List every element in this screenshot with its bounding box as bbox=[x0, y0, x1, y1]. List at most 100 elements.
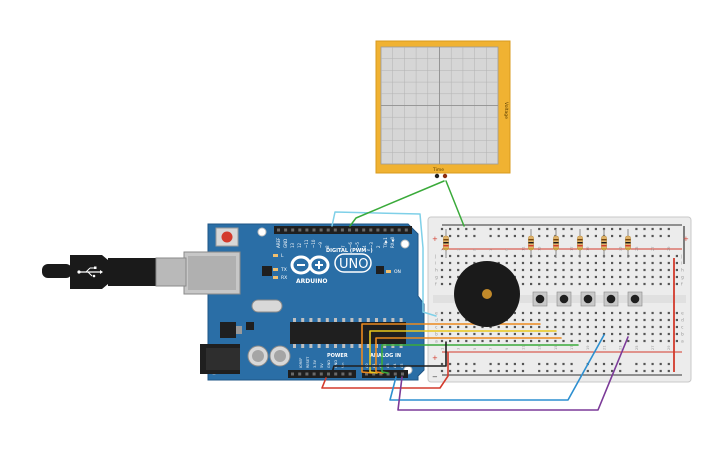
header-pin[interactable] bbox=[333, 228, 337, 232]
breadboard-hole[interactable] bbox=[619, 325, 622, 329]
header-pin[interactable] bbox=[291, 372, 294, 376]
breadboard-hole[interactable] bbox=[562, 268, 565, 272]
breadboard-hole[interactable] bbox=[627, 311, 630, 315]
breadboard-hole[interactable] bbox=[619, 339, 622, 343]
breadboard-hole[interactable] bbox=[619, 275, 622, 279]
breadboard-hole[interactable] bbox=[635, 268, 638, 272]
breadboard-hole[interactable] bbox=[619, 369, 622, 373]
breadboard-hole[interactable] bbox=[465, 234, 468, 238]
breadboard-hole[interactable] bbox=[546, 261, 549, 265]
wire-a2-orange[interactable] bbox=[375, 337, 562, 374]
breadboard-hole[interactable] bbox=[611, 332, 614, 336]
breadboard-hole[interactable] bbox=[594, 332, 597, 336]
breadboard-hole[interactable] bbox=[570, 275, 573, 279]
breadboard-hole[interactable] bbox=[635, 234, 638, 238]
header-pin[interactable] bbox=[312, 228, 316, 232]
breadboard-hole[interactable] bbox=[627, 318, 630, 322]
breadboard-hole[interactable] bbox=[457, 325, 460, 329]
breadboard-hole[interactable] bbox=[602, 369, 606, 373]
breadboard-hole[interactable] bbox=[675, 311, 678, 315]
breadboard-hole[interactable] bbox=[465, 339, 468, 343]
breadboard-hole[interactable] bbox=[651, 332, 654, 336]
breadboard-hole[interactable] bbox=[465, 318, 468, 322]
breadboard-hole[interactable] bbox=[562, 339, 565, 343]
breadboard-hole[interactable] bbox=[465, 254, 468, 258]
breadboard-hole[interactable] bbox=[554, 339, 557, 343]
breadboard-hole[interactable] bbox=[538, 275, 541, 279]
breadboard-hole[interactable] bbox=[594, 227, 597, 231]
breadboard-hole[interactable] bbox=[473, 254, 476, 258]
breadboard-hole[interactable] bbox=[635, 362, 638, 366]
breadboard-hole[interactable] bbox=[643, 332, 646, 336]
header-pin[interactable] bbox=[365, 372, 368, 376]
push-button[interactable] bbox=[532, 291, 548, 307]
breadboard-hole[interactable] bbox=[538, 339, 541, 343]
breadboard-hole[interactable] bbox=[602, 332, 606, 336]
breadboard-hole[interactable] bbox=[619, 227, 622, 231]
breadboard-hole[interactable] bbox=[578, 332, 581, 336]
breadboard-hole[interactable] bbox=[627, 275, 630, 279]
breadboard-hole[interactable] bbox=[586, 339, 589, 343]
breadboard-hole[interactable] bbox=[586, 227, 589, 231]
breadboard-hole[interactable] bbox=[675, 268, 678, 272]
breadboard-hole[interactable] bbox=[651, 275, 654, 279]
breadboard-hole[interactable] bbox=[619, 362, 622, 366]
breadboard-hole[interactable] bbox=[578, 311, 581, 315]
breadboard-hole[interactable] bbox=[562, 234, 565, 238]
breadboard-hole[interactable] bbox=[497, 227, 500, 231]
breadboard-hole[interactable] bbox=[602, 275, 606, 279]
breadboard-hole[interactable] bbox=[530, 275, 533, 279]
breadboard-hole[interactable] bbox=[562, 227, 565, 231]
breadboard-hole[interactable] bbox=[594, 261, 597, 265]
breadboard-hole[interactable] bbox=[611, 234, 614, 238]
breadboard-hole[interactable] bbox=[586, 254, 589, 258]
push-button-cap[interactable] bbox=[583, 294, 593, 304]
breadboard-hole[interactable] bbox=[586, 318, 589, 322]
breadboard-hole[interactable] bbox=[546, 362, 549, 366]
breadboard-hole[interactable] bbox=[635, 325, 638, 329]
breadboard-hole[interactable] bbox=[521, 234, 525, 238]
breadboard-hole[interactable] bbox=[627, 332, 630, 336]
breadboard-hole[interactable] bbox=[619, 282, 622, 286]
header-pin[interactable] bbox=[298, 228, 302, 232]
header-pin[interactable] bbox=[291, 228, 295, 232]
wire-a5-purple[interactable] bbox=[397, 336, 629, 411]
breadboard-hole[interactable] bbox=[521, 339, 525, 343]
breadboard-hole[interactable] bbox=[473, 234, 476, 238]
header-pin[interactable] bbox=[305, 372, 309, 376]
push-button[interactable] bbox=[603, 291, 619, 307]
breadboard-hole[interactable] bbox=[611, 339, 614, 343]
breadboard-hole[interactable] bbox=[505, 369, 508, 373]
resistor[interactable] bbox=[553, 229, 559, 258]
breadboard-hole[interactable] bbox=[457, 261, 460, 265]
breadboard-hole[interactable] bbox=[611, 369, 614, 373]
header-pin[interactable] bbox=[393, 372, 397, 376]
breadboard-hole[interactable] bbox=[473, 339, 476, 343]
breadboard-hole[interactable] bbox=[667, 254, 670, 258]
breadboard-hole[interactable] bbox=[611, 254, 614, 258]
breadboard-hole[interactable] bbox=[570, 318, 573, 322]
breadboard-hole[interactable] bbox=[481, 332, 484, 336]
breadboard-hole[interactable] bbox=[611, 261, 614, 265]
breadboard-hole[interactable] bbox=[440, 227, 444, 231]
breadboard-hole[interactable] bbox=[457, 369, 460, 373]
header-pin[interactable] bbox=[341, 372, 345, 376]
breadboard-hole[interactable] bbox=[675, 261, 678, 265]
breadboard-hole[interactable] bbox=[554, 362, 557, 366]
breadboard-hole[interactable] bbox=[465, 362, 468, 366]
breadboard-hole[interactable] bbox=[440, 332, 444, 336]
breadboard-hole[interactable] bbox=[521, 332, 525, 336]
header-pin[interactable] bbox=[401, 372, 404, 376]
breadboard-hole[interactable] bbox=[659, 362, 662, 366]
breadboard-hole[interactable] bbox=[489, 234, 492, 238]
breadboard-hole[interactable] bbox=[513, 268, 516, 272]
breadboard-hole[interactable] bbox=[513, 261, 516, 265]
breadboard-hole[interactable] bbox=[440, 268, 444, 272]
breadboard-hole[interactable] bbox=[611, 318, 614, 322]
breadboard-hole[interactable] bbox=[651, 234, 654, 238]
header-pin[interactable] bbox=[327, 372, 330, 376]
breadboard-hole[interactable] bbox=[489, 227, 492, 231]
breadboard-hole[interactable] bbox=[497, 332, 500, 336]
breadboard-hole[interactable] bbox=[440, 282, 444, 286]
breadboard-hole[interactable] bbox=[675, 325, 678, 329]
